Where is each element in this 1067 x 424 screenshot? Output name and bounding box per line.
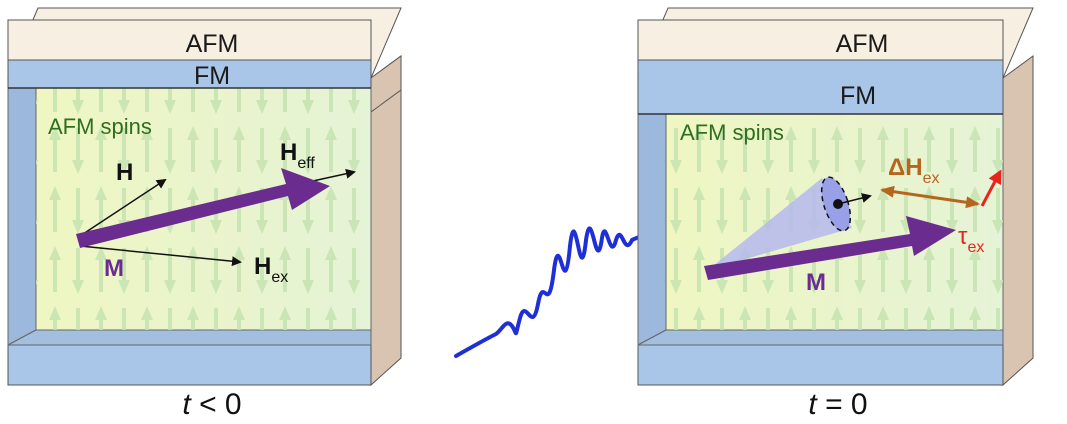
inner-bottom-wall [637, 329, 1004, 346]
box-side-afm [1002, 55, 1034, 387]
afm-layer [637, 19, 1004, 61]
delta-hex-label: ΔHex [888, 154, 940, 187]
m-label: M [104, 255, 124, 282]
magnetization-arrow [76, 168, 330, 248]
afm-label: AFM [836, 30, 889, 58]
panel-after: AFM FM AFM spins ΔHex τex M t = 0 [637, 7, 1034, 421]
hex-label: Hex [254, 253, 288, 286]
afm-layer [7, 19, 372, 61]
afm-label: AFM [186, 30, 239, 58]
inner-left-wall [637, 113, 667, 346]
fm-label: FM [194, 62, 230, 90]
torque-arrow [980, 169, 1002, 207]
afm-spins-label: AFM spins [680, 120, 784, 145]
precession-cone [708, 178, 852, 270]
hex-vector-arrow [79, 245, 242, 267]
m-label: M [806, 269, 826, 296]
magnetization-arrow [704, 216, 956, 280]
heff-small-arrow [837, 193, 872, 205]
h-vector-arrow [79, 178, 167, 237]
inner-left-wall [7, 87, 37, 346]
fm-label: FM [840, 82, 876, 110]
time-label-before: t < 0 [182, 388, 241, 419]
h-label: H [116, 159, 133, 186]
heff-label: Heff [280, 139, 315, 172]
laser-pulse [454, 216, 680, 358]
pulse-waveform [454, 216, 680, 358]
torque-label: τex [958, 223, 984, 256]
delta-hex-arrow [880, 185, 980, 209]
inner-bottom-wall [7, 329, 372, 346]
afm-spins-label: AFM spins [48, 114, 152, 139]
time-label-after: t = 0 [808, 388, 867, 419]
panel-before: AFM FM AFM spins H Heff Hex M t < 0 [7, 7, 402, 421]
